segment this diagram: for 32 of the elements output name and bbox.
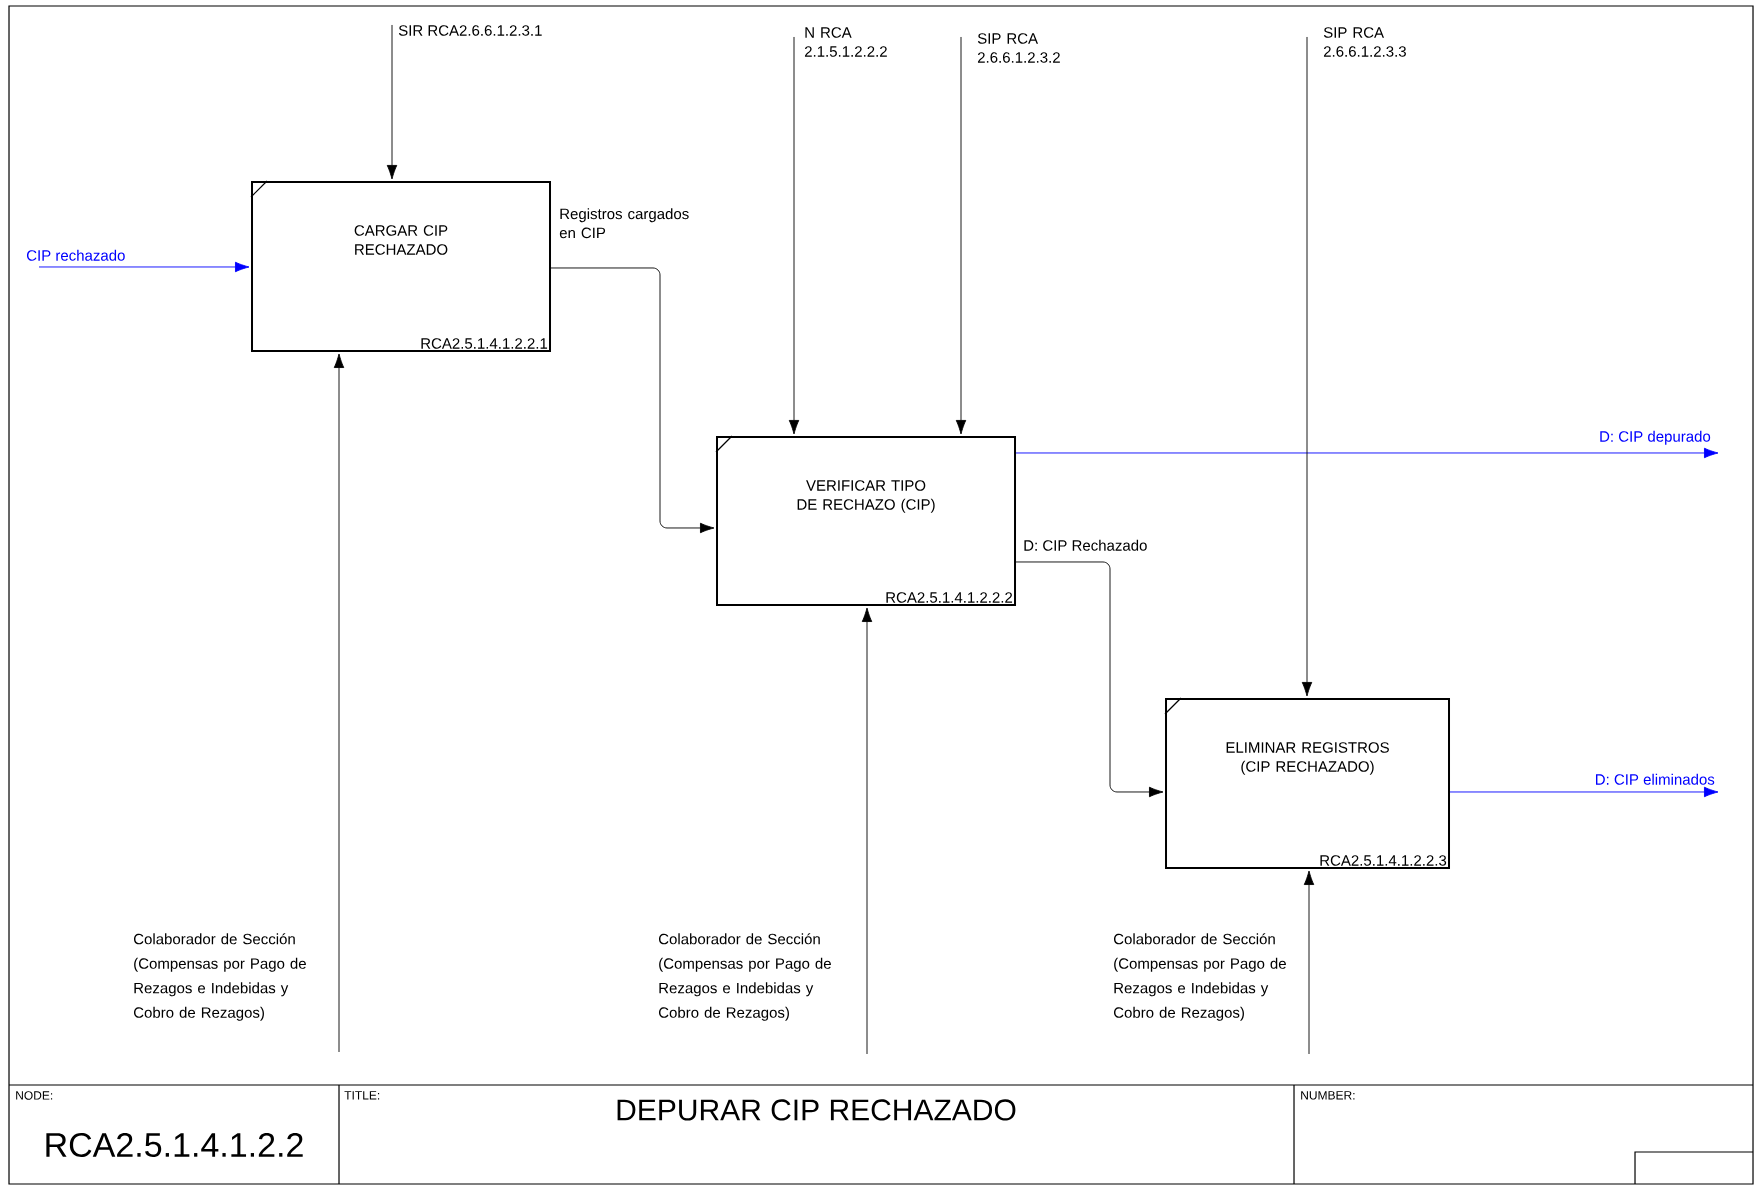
arrow — [550, 267, 715, 534]
arrow — [38, 261, 250, 273]
edge-label: Colaborador de Sección (Compensas por Pago de Rezagos e Indebidas y Cobro de Rezagos) — [659, 933, 831, 1021]
process-box: ELIMINAR REGISTROS (CIP RECHAZADO) RCA2.5.1.4.1.2.2.3 — [1164, 697, 1450, 869]
edge-label: D: CIP depurado — [1600, 430, 1711, 445]
edge-label: SIP RCA 2.6.6.1.2.3.3 — [1323, 27, 1406, 57]
arrow — [1015, 561, 1164, 798]
edge-label: SIR RCA2.6.6.1.2.3.1 — [398, 25, 542, 36]
edge-label: Colaborador de Sección (Compensas por Pago de Rezagos e Indebidas y Cobro de Rezagos) — [1114, 933, 1286, 1021]
arrow — [955, 36, 967, 435]
arrow — [1301, 36, 1313, 697]
edge-label: Colaborador de Sección (Compensas por Pago de Rezagos e Indebidas y Cobro de Rezagos) — [134, 933, 306, 1021]
arrow — [1303, 870, 1315, 1055]
cell-label: NUMBER: — [1301, 1091, 1355, 1100]
process-box: CARGAR CIP RECHAZADO RCA2.5.1.4.1.2.2.1 — [250, 180, 551, 352]
arrow — [333, 353, 345, 1053]
edge-label: CIP rechazado — [27, 249, 125, 261]
cell-label: TITLE: — [344, 1091, 380, 1100]
arrow — [861, 607, 873, 1055]
edge-label: D: CIP eliminados — [1596, 773, 1715, 785]
arrow — [1015, 447, 1719, 459]
edge-label: SIP RCA 2.6.6.1.2.3.2 — [977, 33, 1060, 63]
arrow — [788, 36, 800, 435]
edge-label: Registros cargados en CIP — [559, 208, 689, 239]
cell-label: NODE: — [16, 1091, 53, 1100]
process-box: VERIFICAR TIPO DE RECHAZO (CIP) RCA2.5.1.4.1.2.2.2 — [715, 435, 1016, 606]
node-number: RCA2.5.1.4.1.2.2 — [46, 1132, 303, 1157]
edge-label: D: CIP Rechazado — [1024, 539, 1147, 551]
arrow — [1449, 786, 1719, 798]
arrow — [386, 24, 398, 180]
edge-label: N RCA 2.1.5.1.2.2.2 — [804, 27, 887, 57]
diagram-title: DEPURAR CIP RECHAZADO — [617, 1099, 1016, 1121]
